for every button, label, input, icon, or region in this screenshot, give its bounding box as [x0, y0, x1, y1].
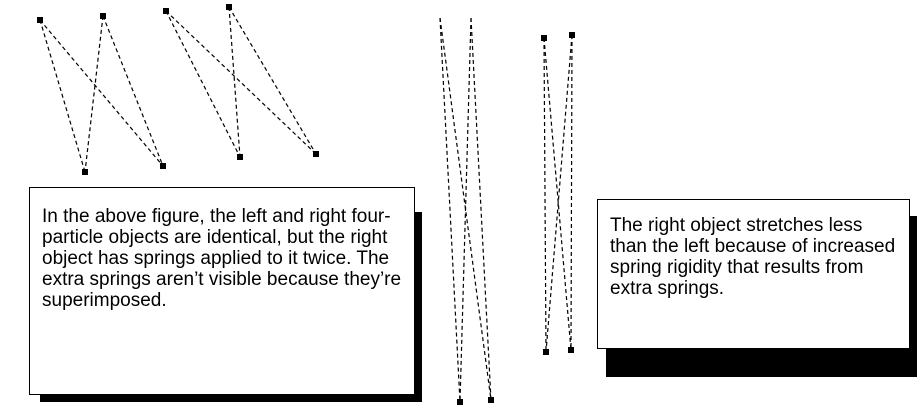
particle [226, 4, 232, 10]
particle [569, 32, 575, 38]
left-object-upper-particles [37, 13, 166, 175]
particle [160, 163, 166, 169]
particle [541, 35, 547, 41]
particle [37, 17, 43, 23]
spring [165, 10, 241, 158]
spring [470, 17, 492, 401]
right-object-stretched [543, 34, 573, 353]
particle [457, 399, 463, 405]
spring [439, 17, 461, 403]
left-object-stretched-particles [457, 397, 494, 405]
right-object-upper [165, 6, 317, 158]
spring [228, 6, 317, 155]
left-callout-text: In the above figure, the left and right … [42, 206, 402, 311]
right-callout-box: The right object stretches less than the… [597, 199, 910, 349]
particle [313, 151, 319, 157]
right-callout-text: The right object stretches less than the… [610, 215, 896, 299]
particle [568, 347, 574, 353]
spring [228, 6, 241, 158]
spring [39, 19, 164, 167]
spring [39, 19, 86, 173]
left-callout-box: In the above figure, the left and right … [29, 187, 415, 395]
left-object-stretched [439, 17, 492, 403]
particle [488, 397, 494, 403]
spring [165, 10, 317, 155]
right-object-upper-particles [163, 4, 319, 160]
right-object-stretched-particles [541, 32, 575, 355]
particle [543, 349, 549, 355]
spring [84, 15, 104, 173]
spring [543, 37, 572, 351]
particle [82, 169, 88, 175]
left-object-upper [39, 15, 164, 173]
spring [570, 34, 573, 351]
particle [100, 13, 106, 19]
particle [163, 8, 169, 14]
particle [237, 154, 243, 160]
spring [102, 15, 164, 167]
spring [543, 37, 547, 353]
spring [545, 34, 573, 353]
spring [459, 17, 472, 403]
